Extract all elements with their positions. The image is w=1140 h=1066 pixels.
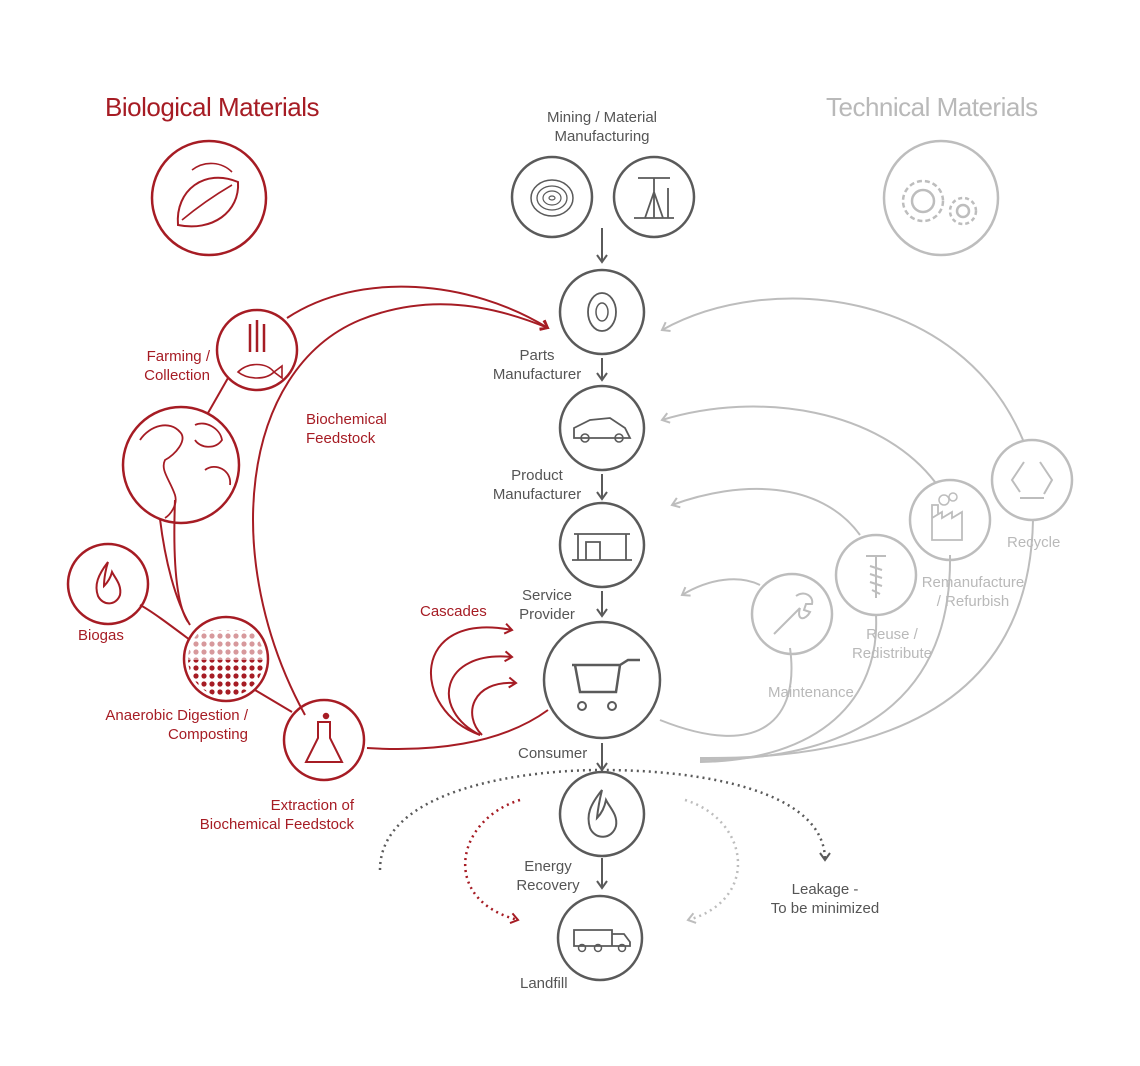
log-icon (510, 155, 594, 239)
label-biochemical-feedstock: Biochemical Feedstock (306, 411, 387, 447)
wheat-fish-icon (215, 308, 299, 392)
label-maintenance: Maintenance (768, 684, 854, 701)
screw-icon (834, 533, 918, 617)
label-anaerobic: Anaerobic Digestion / Composting (105, 707, 248, 743)
flame-icon (558, 770, 646, 858)
label-parts-manufacturer: Parts Manufacturer (492, 347, 582, 383)
biological-flows (139, 285, 550, 750)
compost-icon (182, 615, 270, 703)
biological-title: Biological Materials (105, 92, 319, 122)
tire-icon (558, 268, 646, 356)
truck-icon (556, 894, 644, 982)
label-landfill: Landfill (520, 975, 568, 992)
car-icon (558, 384, 646, 472)
label-biogas: Biogas (78, 627, 124, 644)
label-cascades: Cascades (420, 603, 487, 620)
globe-icon (121, 405, 241, 525)
label-product-manufacturer: Product Manufacturer (492, 467, 582, 503)
label-reuse: Reuse / Redistribute (851, 626, 933, 662)
technical-title: Technical Materials (826, 92, 1038, 122)
cart-icon (542, 620, 662, 740)
wrench-icon (750, 572, 834, 656)
gears-icon (882, 139, 1000, 257)
label-service-provider: Service Provider (519, 587, 575, 623)
label-recycle: Recycle (1007, 534, 1061, 551)
flask-icon (282, 698, 366, 782)
factory-icon (908, 478, 992, 562)
label-mining: Mining / Material Manufacturing (546, 109, 658, 145)
leakage-arcs (378, 768, 831, 925)
label-consumer: Consumer (518, 745, 588, 762)
technical-flows (659, 297, 1034, 763)
biogas-flame-icon (66, 542, 150, 626)
service-station-icon (558, 501, 646, 589)
leaf-icon (150, 139, 268, 257)
oil-pump-icon (612, 155, 696, 239)
label-leakage: Leakage - To be minimized (770, 881, 880, 917)
label-farming: Farming / Collection (144, 348, 210, 384)
label-energy-recovery: Energy Recovery (516, 858, 580, 894)
recycle-icon (990, 438, 1074, 522)
label-remanufacture: Remanufacture / Refurbish (921, 574, 1025, 610)
label-extraction: Extraction of Biochemical Feedstock (199, 797, 354, 833)
